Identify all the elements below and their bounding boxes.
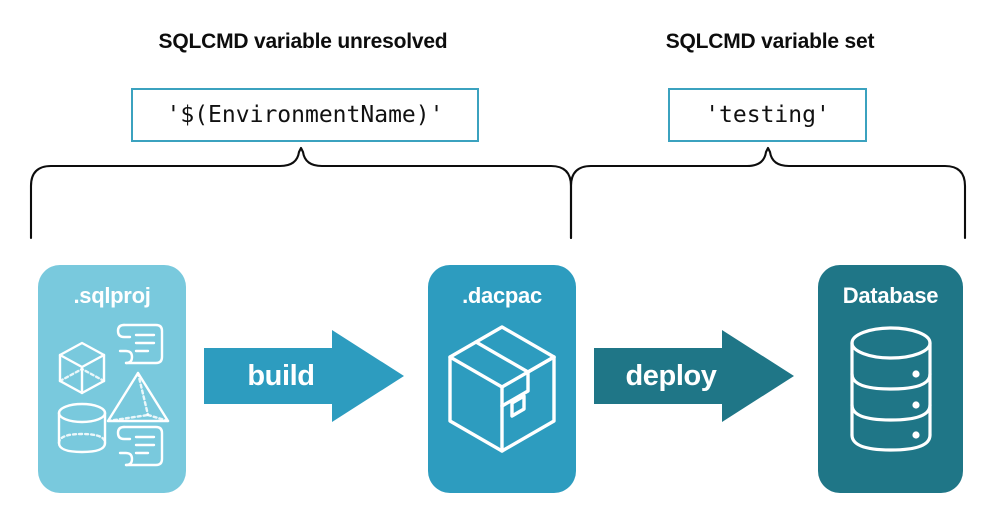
stage-card-database[interactable]: Database bbox=[818, 265, 963, 493]
arrow-build-shape bbox=[204, 330, 404, 422]
stage-label-dacpac: .dacpac bbox=[462, 283, 542, 308]
stage-card-sqlproj[interactable]: .sqlproj bbox=[38, 265, 186, 493]
code-box-testing: 'testing' bbox=[668, 88, 867, 142]
scroll-icon-bottom bbox=[116, 425, 164, 467]
arrow-deploy-shape bbox=[594, 330, 794, 422]
arrow-build: build bbox=[204, 330, 404, 422]
pyramid-icon bbox=[106, 371, 170, 423]
database-status-dots bbox=[911, 370, 920, 439]
sqlproj-artwork bbox=[38, 317, 186, 467]
scroll-icon-top bbox=[116, 323, 164, 365]
cylinder-icon bbox=[57, 402, 107, 454]
code-box-environment-name: '$(EnvironmentName)' bbox=[131, 88, 479, 142]
cube-icon bbox=[58, 341, 106, 395]
code-text-testing: 'testing' bbox=[705, 102, 830, 128]
stage-label-sqlproj: .sqlproj bbox=[73, 283, 151, 308]
code-text-environment-name: '$(EnvironmentName)' bbox=[166, 102, 444, 128]
stage-label-database: Database bbox=[842, 283, 939, 308]
database-artwork bbox=[818, 317, 963, 467]
arrow-deploy: deploy bbox=[594, 330, 794, 422]
sqlproj-objects-icon-group bbox=[57, 323, 170, 467]
curly-brace-left bbox=[29, 146, 573, 240]
dacpac-artwork bbox=[428, 317, 576, 467]
package-box-icon bbox=[448, 325, 556, 453]
database-cylinder-icon bbox=[849, 326, 932, 452]
heading-sqlcmd-variable-unresolved: SQLCMD variable unresolved bbox=[158, 30, 448, 53]
curly-brace-right bbox=[569, 146, 967, 240]
stage-card-dacpac[interactable]: .dacpac bbox=[428, 265, 576, 493]
heading-sqlcmd-variable-set: SQLCMD variable set bbox=[665, 30, 875, 53]
